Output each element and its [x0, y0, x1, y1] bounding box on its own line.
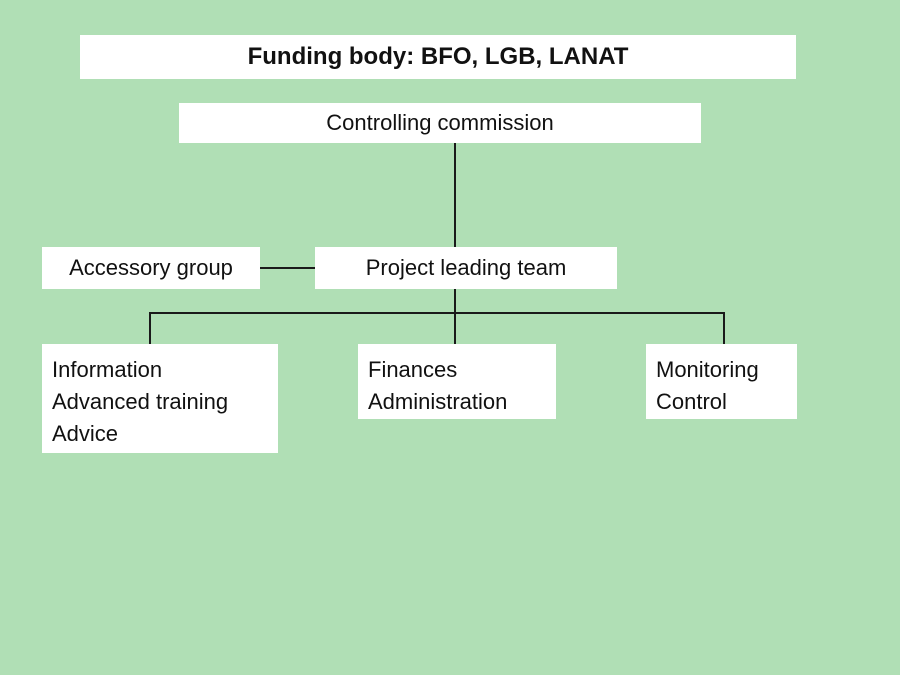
controlling-commission-label: Controlling commission — [326, 110, 554, 135]
controlling-commission-box: Controlling commission — [179, 103, 701, 143]
funding-body-box: Funding body: BFO, LGB, LANAT — [80, 35, 796, 79]
connector-units-horizontal — [149, 312, 725, 314]
connector-team-to-units — [454, 289, 456, 344]
unit-line: Advice — [52, 421, 119, 446]
connector-to-information-unit — [149, 312, 151, 344]
unit-line: Monitoring — [656, 357, 759, 382]
accessory-group-label: Accessory group — [69, 255, 233, 280]
finances-unit-box: Finances Administration — [358, 344, 556, 419]
connector-commission-to-team — [454, 143, 456, 247]
unit-line: Control — [656, 389, 727, 414]
connector-accessory-to-team — [260, 267, 315, 269]
unit-line: Advanced training — [52, 389, 229, 414]
project-leading-team-box: Project leading team — [315, 247, 617, 289]
unit-line: Information — [52, 357, 163, 382]
information-unit-box: Information Advanced training Advice — [42, 344, 278, 453]
unit-line: Administration — [368, 389, 508, 414]
monitoring-unit-box: Monitoring Control — [646, 344, 797, 419]
connector-to-monitoring-unit — [723, 312, 725, 344]
project-leading-team-label: Project leading team — [365, 255, 567, 280]
accessory-group-box: Accessory group — [42, 247, 260, 289]
funding-body-label: Funding body: BFO, LGB, LANAT — [247, 43, 629, 70]
unit-line: Finances — [368, 357, 458, 382]
